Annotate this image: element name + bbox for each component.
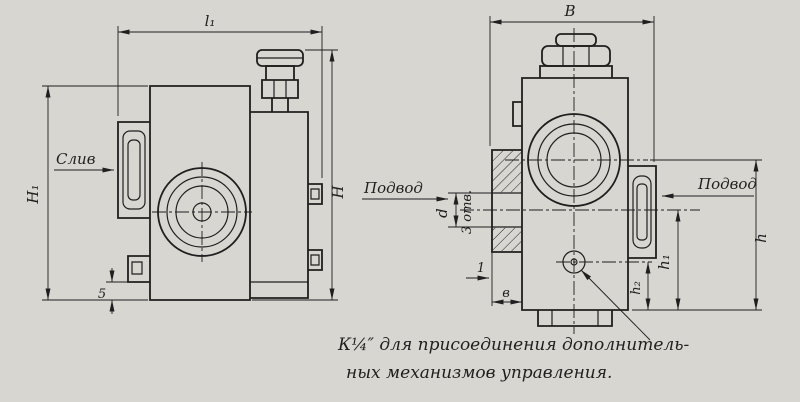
callout-leader-line: [580, 269, 651, 341]
side-view-centerlines: [152, 162, 252, 262]
boss-circle-mid: [166, 176, 238, 248]
side-flange-ring-outer: [122, 130, 146, 210]
dim-label-h: h: [752, 233, 770, 243]
dim-label-5: 5: [98, 287, 106, 302]
flange-section-hatch-top: [492, 150, 522, 193]
note-line-1: К¼″ для присоединения дополнитель-: [337, 335, 689, 355]
front-flange-ring-inner: [636, 183, 648, 241]
valve-front-view: B d 3 отв. Подвод Подвод h h₁ h₂ 1 в: [362, 2, 770, 334]
front-view-body-outline: [491, 65, 657, 327]
dim-label-h1: h₁: [655, 254, 673, 270]
dim-label-1: 1: [477, 261, 485, 276]
front-view-extension-lines: [448, 16, 762, 311]
front-flange-ring-outer: [632, 175, 652, 249]
note-line-2: ных механизмов управления.: [346, 363, 612, 383]
side-view-details: [131, 57, 320, 283]
dim-label-l1: l₁: [205, 12, 216, 30]
dim-label-B: B: [563, 2, 575, 20]
dim-label-H: H: [329, 185, 347, 200]
front-view-details: [492, 46, 599, 326]
dim-label-d: d: [433, 208, 451, 218]
dim-label-v: в: [502, 286, 510, 301]
flange-section-hatch-bottom: [492, 227, 522, 252]
callout-note: К¼″ для присоединения дополнитель- ных м…: [337, 269, 689, 383]
supply-port-label-left: Подвод: [363, 179, 423, 197]
dim-label-h2: h₂: [629, 281, 644, 295]
side-view-extension-lines: [42, 26, 338, 301]
drain-port-label: Слив: [56, 150, 96, 168]
holes-count-label: 3 отв.: [460, 190, 475, 234]
hex-plug-cap: [555, 33, 597, 47]
side-flange-ring-inner: [127, 139, 141, 201]
front-view-centerlines: [460, 28, 700, 334]
side-view-body-outline: [117, 65, 323, 301]
supply-port-label-right: Подвод: [697, 175, 757, 193]
valve-side-view: l₁ H₁ H 5 Слив: [24, 12, 347, 314]
dim-label-H1: H₁: [24, 184, 42, 204]
